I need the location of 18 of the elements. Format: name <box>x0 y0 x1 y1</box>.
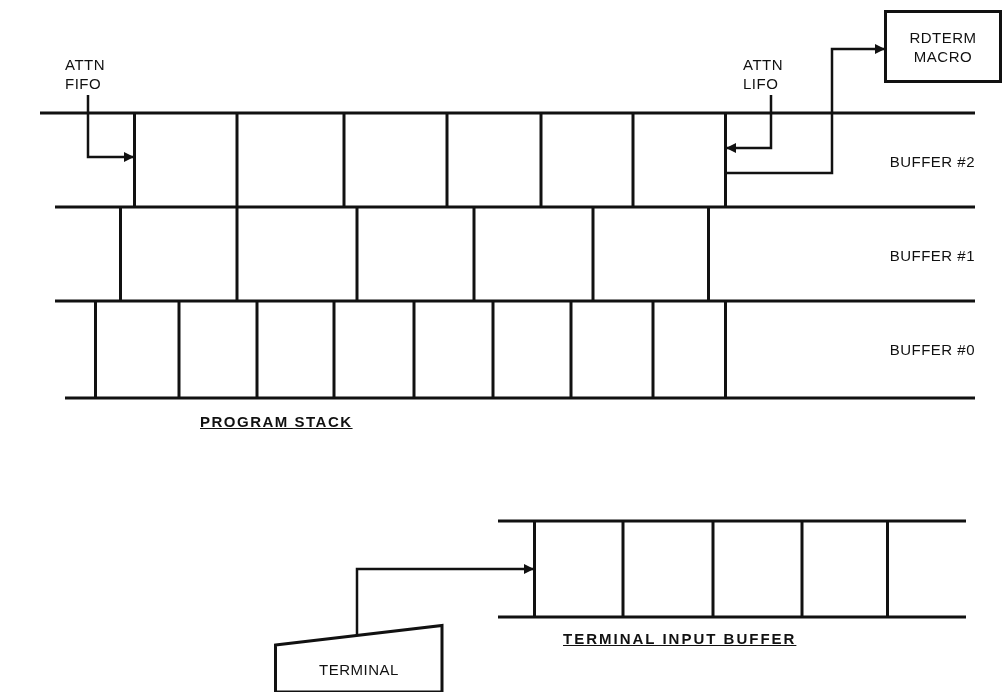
caption-text: PROGRAM STACK <box>200 412 353 431</box>
buffer-cells <box>533 521 889 617</box>
arrow <box>727 44 885 175</box>
terminal-shape <box>274 624 444 692</box>
macro-box: RDTERM MACRO <box>884 10 1002 83</box>
buffer-label: BUFFER #0 <box>888 340 975 359</box>
arrow <box>86 95 134 162</box>
terminal-label: TERMINAL <box>318 660 400 679</box>
callout-text: ATTN FIFO <box>65 55 127 95</box>
arrow <box>355 564 534 635</box>
buffer-label: BUFFER #2 <box>888 152 975 171</box>
buffer-cells <box>133 113 727 207</box>
buffer-label: BUFFER #1 <box>888 246 975 265</box>
buffer-cells <box>94 301 727 398</box>
callout-text: ATTN LIFO <box>743 55 805 95</box>
buffer-cells <box>119 207 710 301</box>
buffer-caption: TERMINAL INPUT BUFFER <box>563 629 797 648</box>
arrow <box>726 95 773 153</box>
